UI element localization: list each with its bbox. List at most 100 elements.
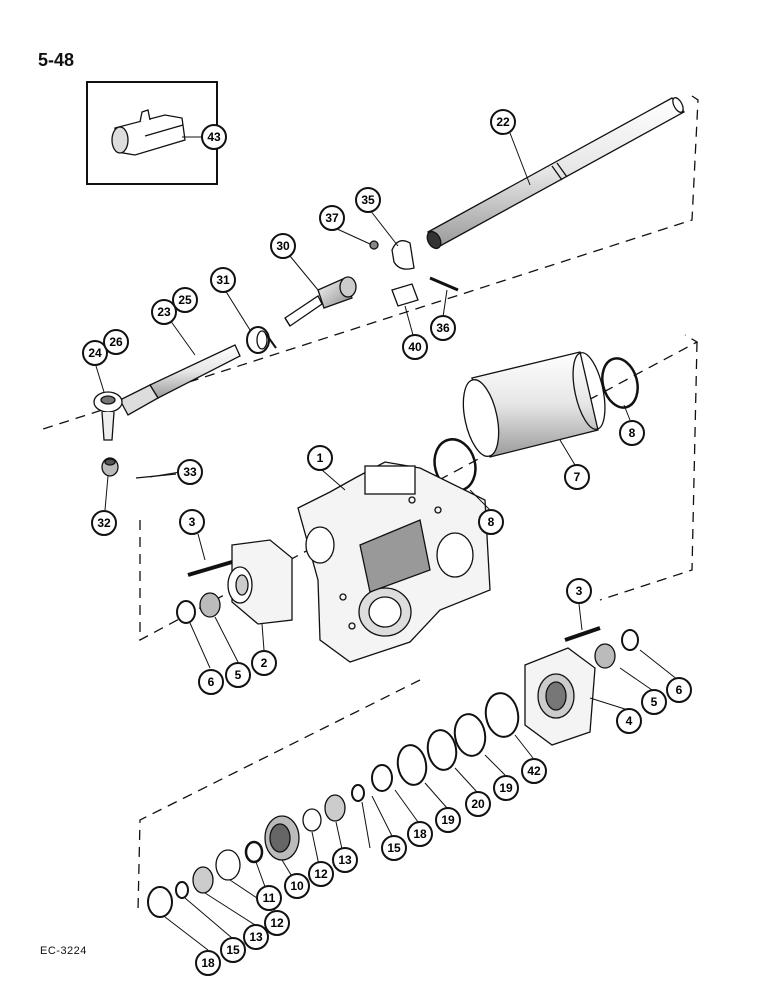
callout-circle — [641, 689, 667, 715]
ring-15b — [175, 881, 189, 899]
callout-42: 42 — [521, 758, 547, 784]
ring-13b — [192, 866, 214, 894]
callout-13: 13 — [332, 847, 358, 873]
callout-number: 26 — [109, 335, 123, 349]
split-bushing-sketch — [111, 109, 186, 156]
ring-13a — [324, 794, 346, 822]
callout-circle — [225, 662, 251, 688]
callout-circle — [616, 708, 642, 734]
clamp-ring — [246, 326, 277, 354]
callout-number: 24 — [88, 346, 102, 360]
washer-left — [176, 600, 196, 624]
callout-circle — [666, 677, 692, 703]
callout-20: 20 — [465, 791, 491, 817]
callout-number: 40 — [408, 340, 422, 354]
seal-left — [199, 592, 221, 618]
washer-right — [621, 629, 639, 651]
page-number: 5-48 — [38, 50, 75, 70]
callout-18: 18 — [195, 950, 221, 976]
callout-3: 3 — [566, 578, 592, 604]
callout-number: 42 — [527, 764, 541, 778]
callout-number: 2 — [261, 656, 268, 670]
steering-housing — [297, 461, 491, 663]
callout-12: 12 — [308, 861, 334, 887]
callout-number: 20 — [471, 797, 485, 811]
piston-10 — [264, 815, 300, 861]
callout-19: 19 — [435, 807, 461, 833]
dashed-outline-middle — [139, 334, 699, 642]
tie-rod — [119, 344, 241, 416]
callout-number: 25 — [178, 293, 192, 307]
callout-circle — [319, 205, 345, 231]
callout-10: 10 — [284, 873, 310, 899]
callout-number: 15 — [226, 943, 240, 957]
ring-18a — [371, 764, 393, 792]
callout-number: 11 — [263, 891, 276, 905]
seal-right — [594, 643, 616, 669]
callout-5: 5 — [641, 689, 667, 715]
callout-32: 32 — [91, 510, 117, 536]
callout-circle — [430, 315, 456, 341]
callout-43: 43 — [201, 124, 227, 150]
callout-33: 33 — [177, 459, 203, 485]
callout-22: 22 — [490, 109, 516, 135]
callout-13: 13 — [243, 924, 269, 950]
ring-12b — [215, 849, 241, 881]
callout-circle — [172, 287, 198, 313]
callout-circle — [264, 910, 290, 936]
o-ring-right — [601, 357, 639, 409]
ring-15a — [351, 784, 365, 802]
callout-number: 19 — [499, 781, 513, 795]
callout-circle — [465, 791, 491, 817]
callout-19: 19 — [493, 775, 519, 801]
callout-8: 8 — [478, 509, 504, 535]
callout-3: 3 — [179, 509, 205, 535]
callout-circle — [195, 950, 221, 976]
clip — [391, 283, 419, 307]
callout-circle — [407, 821, 433, 847]
callout-circle — [179, 509, 205, 535]
leader-lines — [95, 132, 679, 951]
callout-circle — [210, 267, 236, 293]
callout-number: 18 — [413, 827, 427, 841]
callout-number: 33 — [183, 465, 197, 479]
callout-26: 26 — [103, 329, 129, 355]
callout-circle — [91, 510, 117, 536]
callout-circle — [198, 669, 224, 695]
tie-rod-end — [284, 276, 357, 327]
callout-24: 24 — [82, 340, 108, 366]
clamp — [391, 240, 415, 270]
callout-circle — [564, 464, 590, 490]
ring-19b — [396, 744, 428, 786]
ring-12a — [302, 808, 322, 832]
callout-15: 15 — [220, 937, 246, 963]
callout-circle — [103, 329, 129, 355]
callout-7: 7 — [564, 464, 590, 490]
callout-number: 7 — [574, 470, 581, 484]
callout-circle — [284, 873, 310, 899]
callout-number: 3 — [576, 584, 583, 598]
callout-circle — [381, 835, 407, 861]
callout-circle — [355, 187, 381, 213]
callout-1: 1 — [307, 445, 333, 471]
callout-number: 43 — [207, 130, 221, 144]
ring-20 — [426, 729, 458, 771]
callout-15: 15 — [381, 835, 407, 861]
callout-36: 36 — [430, 315, 456, 341]
end-cap-left — [227, 539, 293, 625]
callout-circle — [490, 109, 516, 135]
callout-circle — [435, 807, 461, 833]
callout-12: 12 — [264, 910, 290, 936]
callout-circle — [256, 885, 282, 911]
ring-19a — [453, 713, 487, 757]
callout-number: 23 — [157, 305, 171, 319]
callout-number: 6 — [208, 675, 215, 689]
figure-reference-code: EC-3224 — [40, 945, 87, 957]
callout-circle — [566, 578, 592, 604]
dashed-outline-upper — [39, 95, 699, 431]
callout-number: 5 — [235, 668, 242, 682]
callout-circle — [151, 299, 177, 325]
callout-circle — [619, 420, 645, 446]
callout-23: 23 — [151, 299, 177, 325]
